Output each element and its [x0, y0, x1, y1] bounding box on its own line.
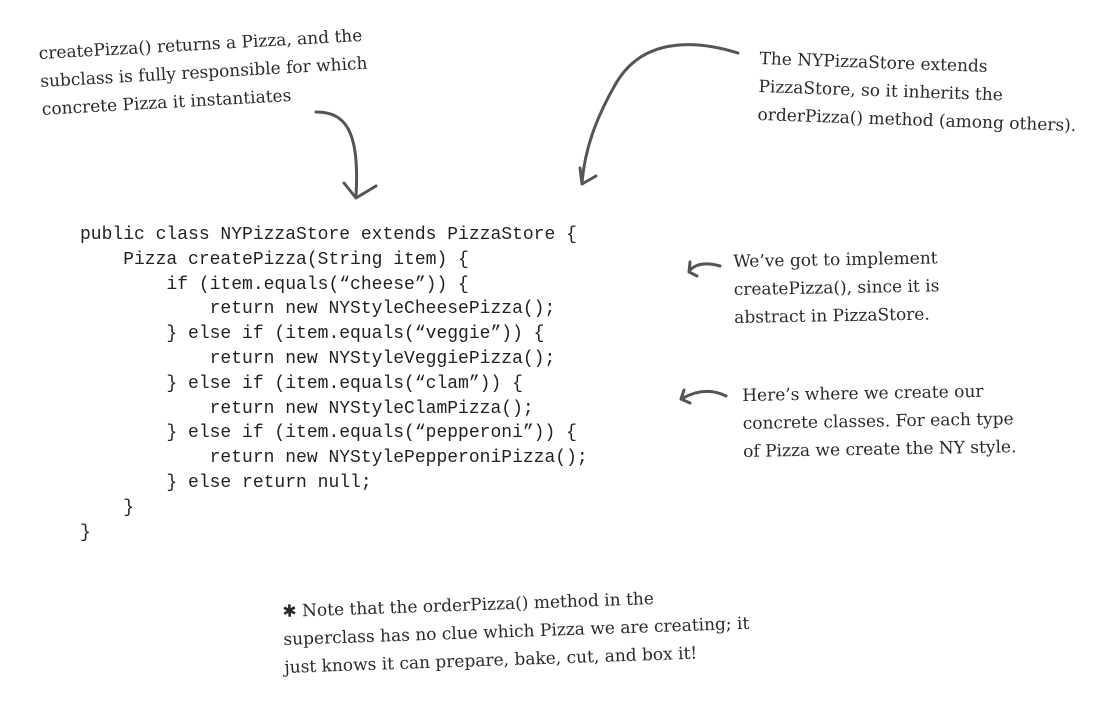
code-line: return new NYStyleClamPizza();	[80, 398, 534, 419]
code-line: } else if (item.equals(“pepperoni”)) {	[80, 423, 577, 444]
arrow-create-pizza	[314, 110, 359, 198]
annotation-concrete-classes: Here’s where we create our concrete clas…	[742, 377, 1017, 466]
arrow-extends	[580, 43, 740, 184]
annotation-line: of Pizza we create the NY style.	[743, 437, 1017, 462]
arrow-create-pizza-head	[342, 181, 378, 200]
code-line: } else return null;	[80, 472, 372, 493]
annotation-extends: The NYPizzaStore extends PizzaStore, so …	[757, 45, 1079, 140]
code-line: } else if (item.equals(“clam”)) {	[80, 373, 523, 394]
arrow-implement	[688, 262, 722, 272]
arrow-extends-head	[578, 166, 598, 186]
annotation-line: We’ve got to implement	[733, 248, 938, 272]
arrow-concrete-head	[679, 388, 692, 405]
code-line: public class NYPizzaStore extends PizzaS…	[80, 225, 577, 245]
code-line: return new NYStylePepperoniPizza();	[80, 448, 588, 469]
code-line: if (item.equals(“cheese”)) {	[80, 274, 469, 295]
code-line: Pizza createPizza(String item) {	[80, 249, 469, 270]
code-line: return new NYStyleVeggiePizza();	[80, 348, 556, 369]
annotation-line: createPizza(), since it is	[733, 276, 940, 300]
arrow-concrete	[681, 389, 728, 400]
footnote: ✱ Note that the orderPizza() method in t…	[282, 582, 751, 682]
annotation-line: abstract in PizzaStore.	[734, 304, 930, 328]
code-line: }	[80, 522, 91, 543]
code-listing: public class NYPizzaStore extends PizzaS…	[80, 223, 588, 545]
code-line: }	[80, 497, 135, 518]
arrow-implement-head	[687, 260, 699, 278]
annotation-implement: We’ve got to implement createPizza(), si…	[733, 244, 940, 332]
code-line: return new NYStyleCheesePizza();	[80, 299, 556, 320]
code-line: } else if (item.equals(“veggie”)) {	[80, 324, 545, 345]
